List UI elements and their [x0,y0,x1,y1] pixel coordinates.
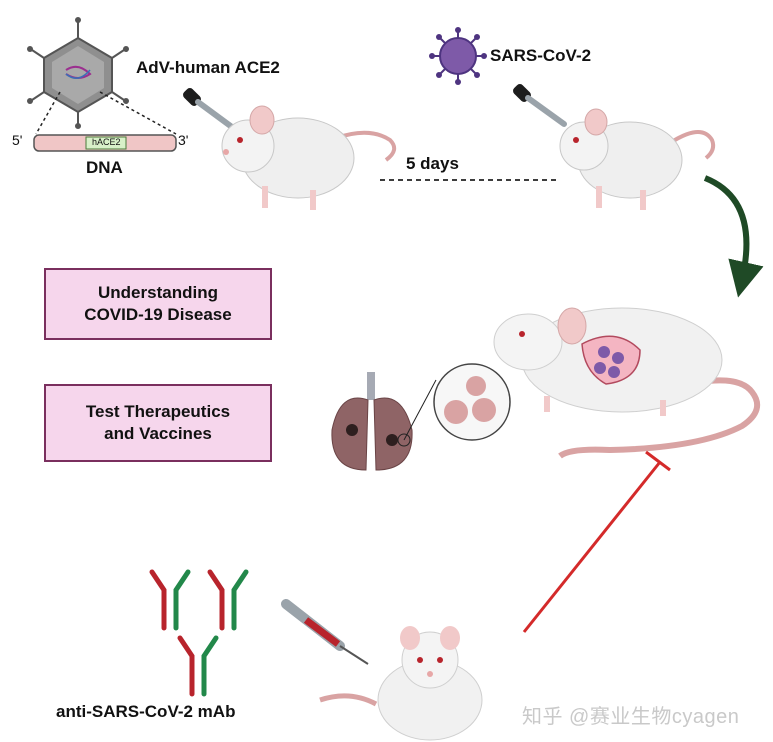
understanding-line-1: Understanding [98,283,218,302]
adv-label: AdV-human ACE2 [136,58,280,77]
dna-bar [33,134,177,152]
hace2-label: hACE2 [92,137,121,147]
therapeutics-line-1: Test Therapeutics [85,402,231,421]
lungs-image [331,372,413,471]
therapeutics-line-2: and Vaccines [104,424,212,443]
syringe-icon [281,599,369,665]
five-days-label: 5 days [406,154,459,173]
dna-label: DNA [86,158,123,177]
infected-mouse-image [493,307,761,459]
alveoli-image [444,376,496,424]
three-prime-label: 3' [178,132,189,148]
progression-arrow [703,175,764,298]
understanding-box: Understanding COVID-19 Disease [44,268,272,340]
dropper-icon [183,88,239,133]
watermark: 知乎 @赛业生物cyagen [522,706,740,728]
treated-mouse-image [319,626,483,741]
therapeutics-box: Test Therapeutics and Vaccines [44,384,272,462]
antibody-icon [149,569,249,697]
adenovirus-icon [27,17,129,129]
sars-cov-2-virus-icon [429,27,487,85]
antibody-label: anti-SARS-CoV-2 mAb [56,702,236,721]
dropper-2-icon [513,84,567,127]
mouse-1-image [221,105,397,210]
five-prime-label: 5' [12,132,23,148]
mouse-2-image [559,108,716,210]
sars-label: SARS-CoV-2 [490,46,592,65]
alveoli-zoom [433,363,511,441]
inhibition-line [522,450,671,633]
understanding-line-2: COVID-19 Disease [84,305,232,324]
